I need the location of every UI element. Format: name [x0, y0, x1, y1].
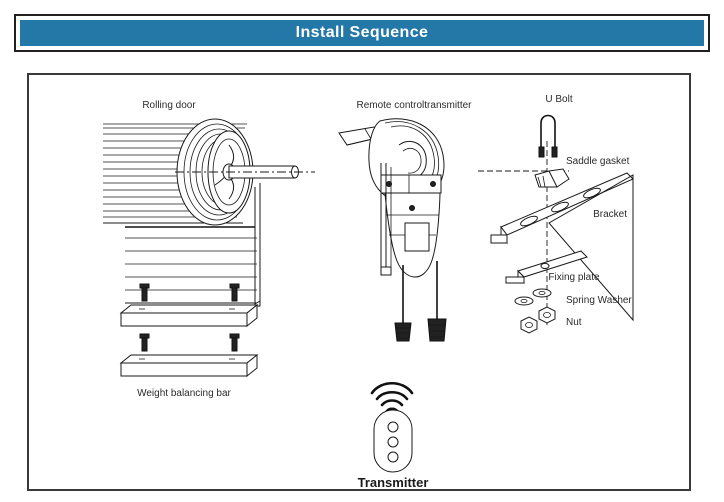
weight-balancing-bar-lower: [119, 353, 259, 378]
rolling-door-section: Rolling door: [103, 100, 315, 307]
bracket-assembly-section: U Bolt Saddle gasket: [478, 94, 634, 334]
pull-weight-left: [394, 322, 412, 342]
weight-balancing-bar-upper: [119, 303, 259, 328]
spring-washer-label: Spring Washer: [566, 295, 632, 306]
bar-mounting-screw-upper-left: [139, 283, 150, 302]
signal-waves-icon: [370, 381, 414, 413]
bar-mounting-screw-lower-left: [139, 333, 150, 352]
handheld-transmitter-section: Transmitter: [358, 381, 429, 489]
remote-button-3[interactable]: [387, 451, 399, 463]
remote-button-2[interactable]: [387, 436, 399, 448]
bar-mounting-screw-upper-right: [229, 283, 240, 302]
page-title: Install Sequence: [295, 24, 429, 41]
fixing-plate: [505, 250, 588, 285]
remote-control-transmitter-label: Remote controltransmitter: [356, 100, 472, 111]
bracket-label: Bracket: [593, 209, 627, 220]
door-guide-rail: [254, 183, 261, 307]
install-sequence-diagram: Rolling door: [103, 94, 634, 489]
saddle-gasket-label: Saddle gasket: [566, 156, 630, 167]
spring-washer: [514, 288, 552, 306]
header-banner-inner: Install Sequence: [18, 18, 706, 48]
nut: [520, 306, 556, 334]
u-bolt-label: U Bolt: [545, 94, 572, 105]
motor-unit-section: Remote controltransmitter: [338, 100, 472, 342]
weight-balancing-bar-section: Weight balancing bar: [119, 283, 259, 399]
bar-mounting-screw-lower-right: [229, 333, 240, 352]
remote-button-1[interactable]: [387, 421, 399, 433]
nut-label: Nut: [566, 317, 582, 328]
transmitter-label: Transmitter: [358, 475, 429, 489]
motor-drive-rail: [380, 163, 392, 276]
saddle-gasket: [534, 168, 570, 188]
fixing-plate-label: Fixing plate: [548, 272, 600, 283]
pull-weight-right: [427, 318, 447, 342]
rolling-door-label: Rolling door: [142, 100, 196, 111]
motor-gearbox-body: [380, 174, 442, 278]
weight-balancing-bar-label: Weight balancing bar: [137, 388, 231, 399]
diagram-frame: Rolling door: [27, 73, 691, 491]
u-bolt: [538, 114, 558, 158]
header-banner: Install Sequence: [14, 14, 710, 52]
bracket: [490, 172, 634, 322]
door-axle-shaft: [175, 165, 315, 179]
motor-pull-cords: [402, 261, 438, 323]
